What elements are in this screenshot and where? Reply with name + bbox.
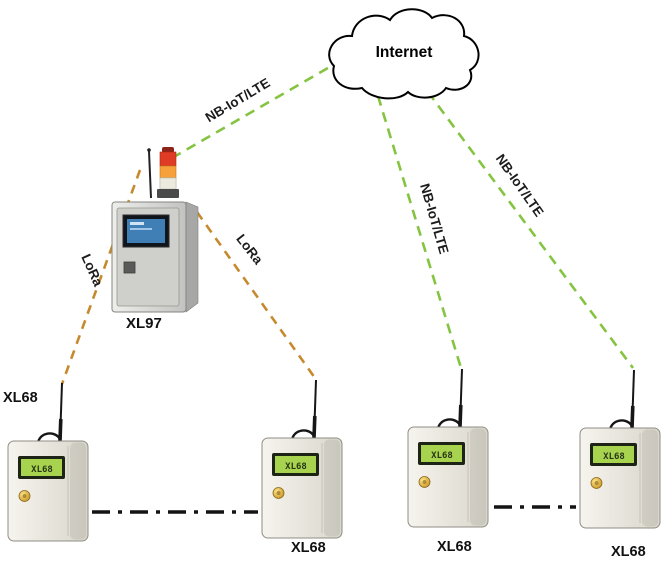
signal-tower-light <box>157 147 179 198</box>
gateway-device: XL97 <box>111 147 199 332</box>
internet-cloud: Internet <box>328 8 480 100</box>
gateway-label: XL97 <box>126 315 162 332</box>
link-label-gateway-internet: NB-IoT/LTE <box>203 75 273 125</box>
cloud-shape <box>328 8 480 100</box>
gateway-screen-content <box>130 222 144 225</box>
link-internet-device3 <box>376 95 463 369</box>
link-internet-device4 <box>426 91 635 369</box>
device-xl68-1: XL68 XL68 <box>3 381 90 543</box>
device-label: XL68 <box>3 390 38 406</box>
device-label: XL68 <box>437 539 472 555</box>
device-lcd-text: XL68 <box>431 451 453 461</box>
internet-label: Internet <box>376 44 433 61</box>
device-label: XL68 <box>611 544 646 560</box>
device-label: XL68 <box>291 540 326 556</box>
link-gateway-device2 <box>195 211 317 379</box>
device-lcd-text: XL68 <box>603 452 625 462</box>
link-gateway-internet <box>171 55 348 160</box>
gateway-antenna-tip <box>147 148 151 152</box>
device-xl68-3: XL68 XL68 <box>406 367 490 555</box>
gateway-antenna <box>148 150 152 199</box>
cabinet-side <box>185 201 199 313</box>
link-label-internet-device4: NB-IoT/LTE <box>493 151 547 219</box>
gateway-button <box>123 261 136 274</box>
link-label-gateway-device1: LoRa <box>78 252 106 289</box>
device-lcd-text: XL68 <box>285 462 307 472</box>
link-label-gateway-device2: LoRa <box>233 231 266 267</box>
gateway-screen-content-line <box>130 228 152 230</box>
device-lcd-text: XL68 <box>31 465 53 475</box>
device-xl68-2: XL68 XL68 <box>260 378 344 556</box>
device-xl68-4: XL68 XL68 <box>578 368 662 560</box>
